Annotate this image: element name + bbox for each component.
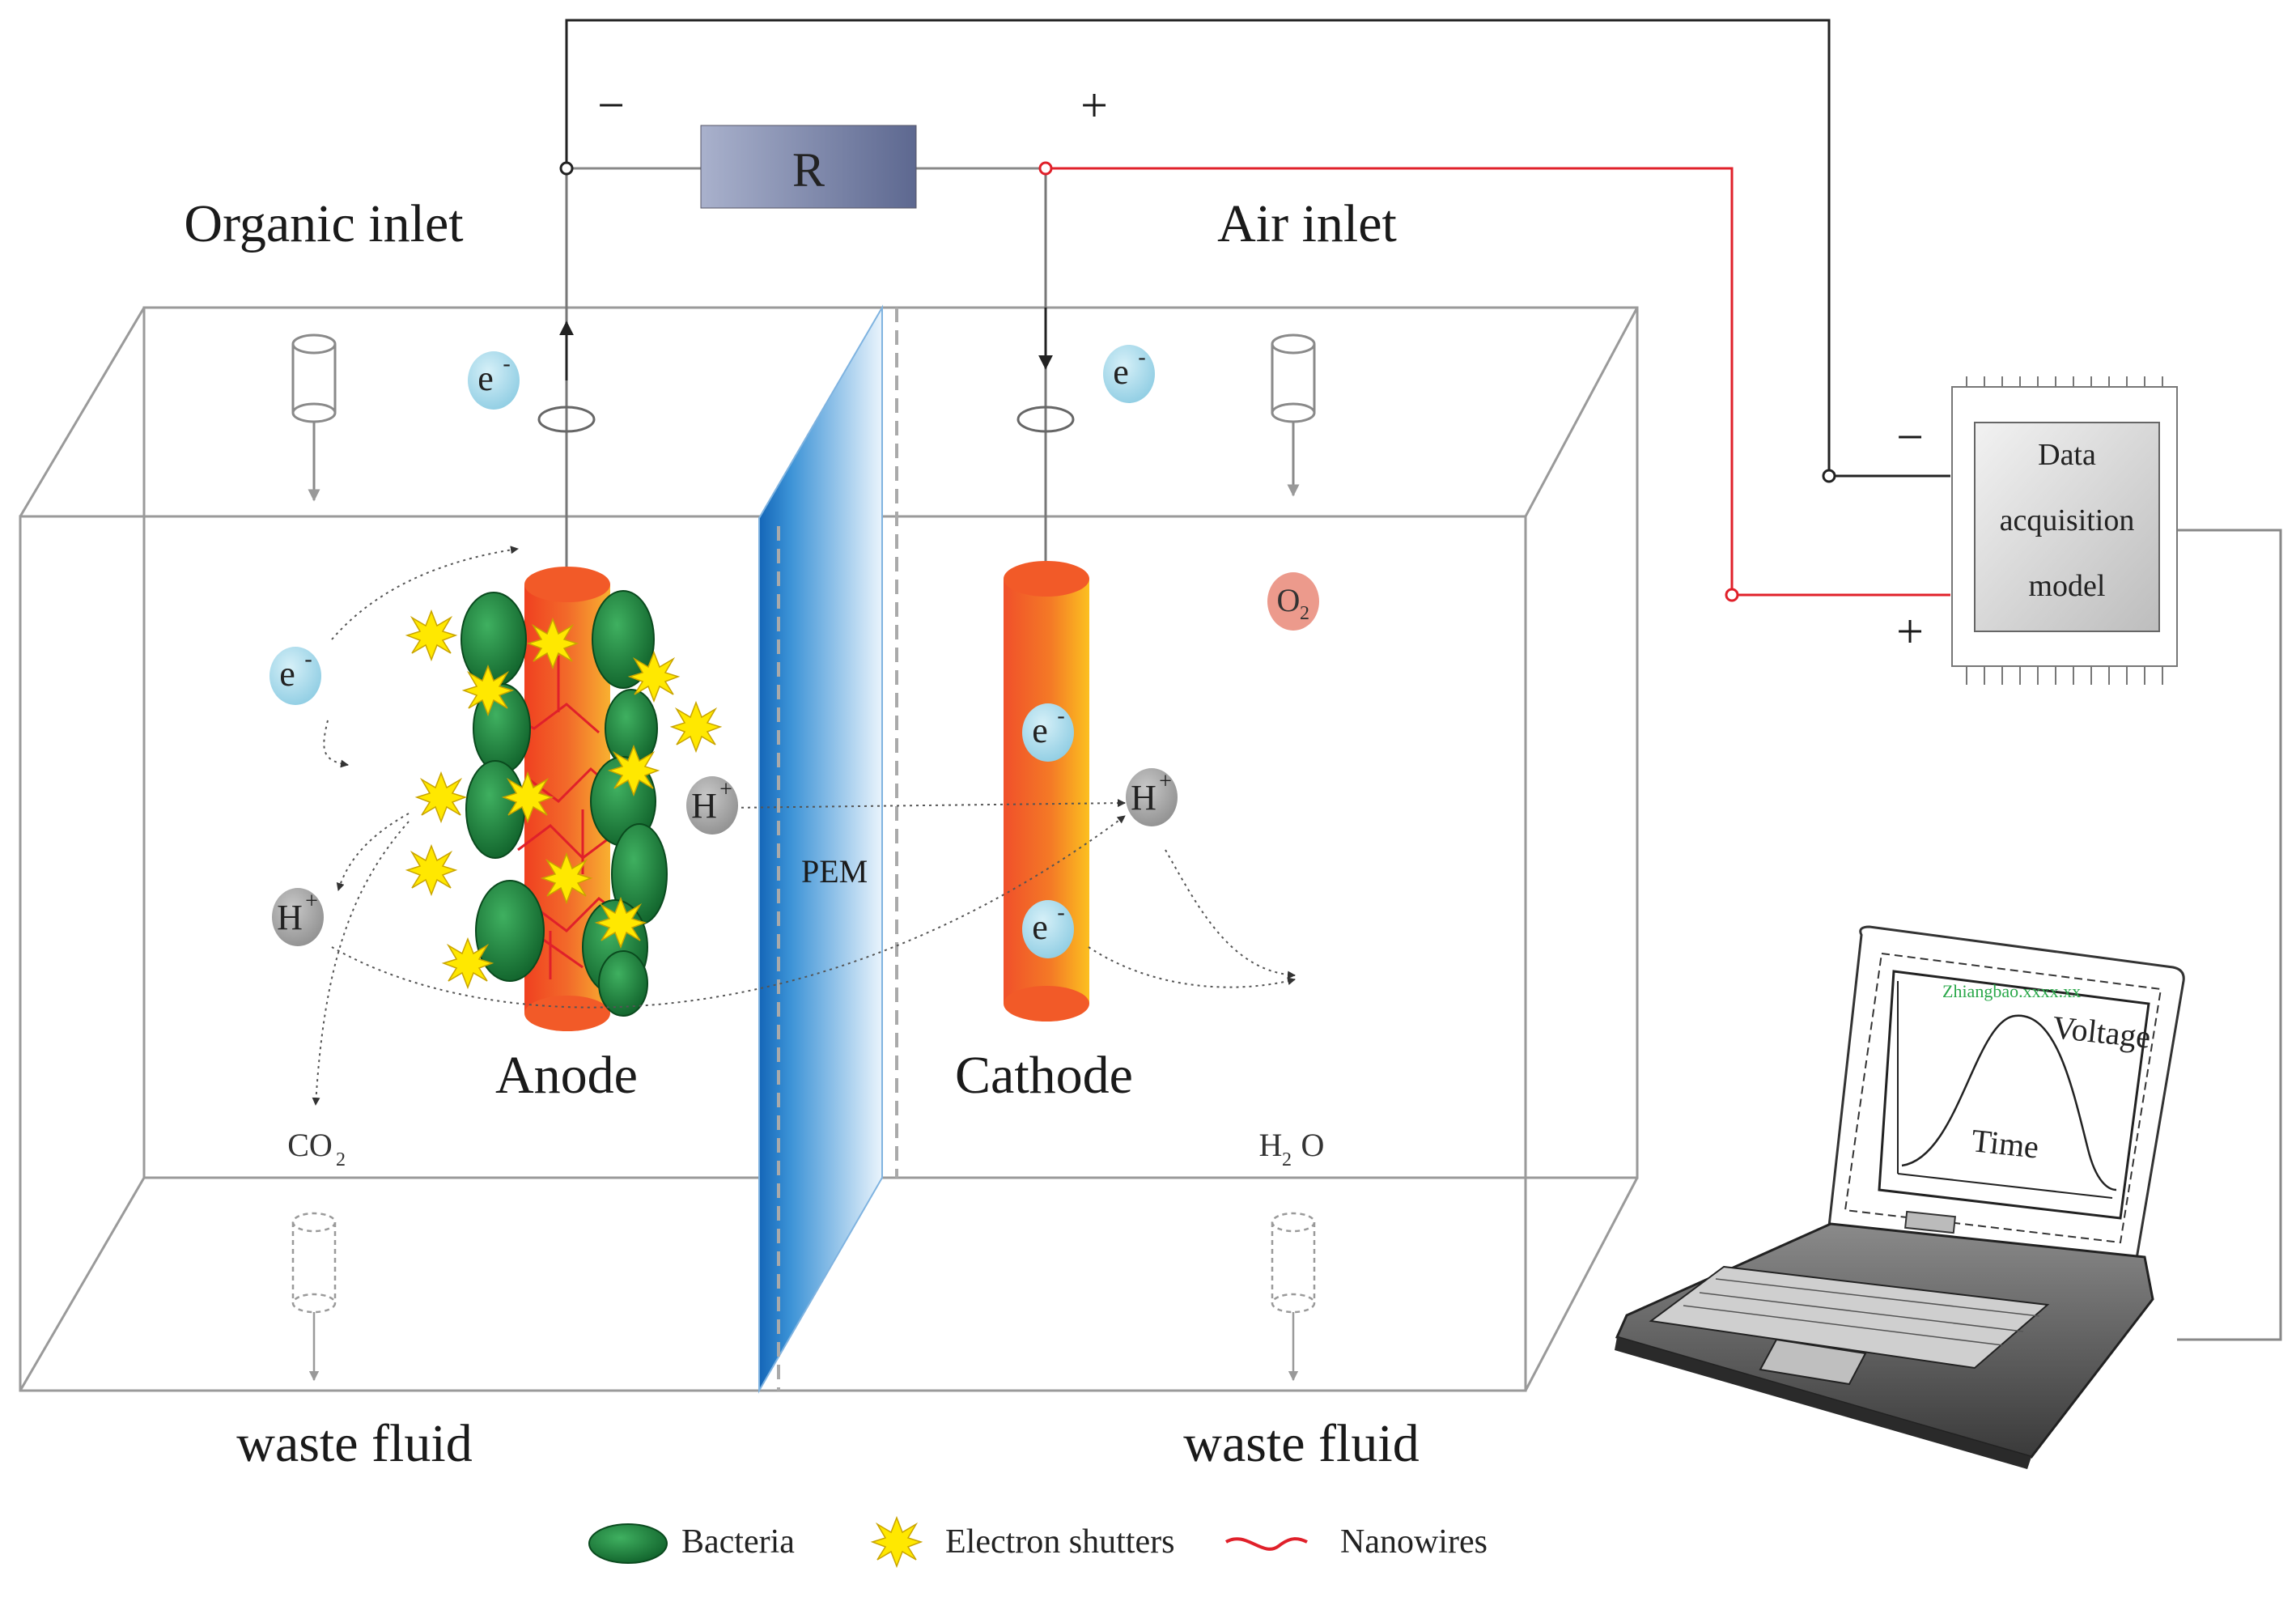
svg-text:O: O [1277,582,1301,618]
svg-text:e: e [1032,711,1048,750]
electron-shutter [528,618,578,669]
svg-text:-: - [503,351,510,376]
daq-label-line1: Data [2038,438,2096,472]
organic-inlet-pipe [291,333,337,502]
bacterium [460,592,527,687]
svg-text:H: H [1259,1127,1283,1163]
electron-ion: e - [1022,703,1074,762]
air-inlet-label: Air inlet [1217,194,1397,253]
electron-ion: e - [1103,345,1155,403]
svg-text:e: e [1032,907,1048,947]
tank-back-face [142,306,1639,1179]
daq-label-line3: model [2029,569,2106,603]
svg-text:H: H [691,786,717,826]
svg-text:e: e [477,359,494,398]
svg-text:-: - [1057,900,1064,925]
resistor-label: R [792,143,825,197]
legend-bacteria-swatch [588,1523,668,1564]
daq-minus-sign: − [1896,410,1924,464]
data-acquisition-module: Data acquisition model [1951,376,2178,685]
circuit-plus-sign: + [1080,79,1108,132]
bacterium [598,950,648,1017]
electron-ion: e - [468,351,520,410]
proton-ion: H + [272,888,324,946]
resistor: R [700,125,917,209]
legend-nanowire-swatch [1224,1537,1308,1551]
electron-shutter [596,898,646,948]
svg-text:2: 2 [1282,1149,1292,1170]
anode-label: Anode [495,1046,638,1105]
electron-shutter [541,853,592,903]
legend-nanowires-label: Nanowires [1340,1523,1488,1561]
electron-shutter [609,745,659,796]
electron-ion: e - [1022,900,1074,958]
cathode-label: Cathode [955,1046,1133,1105]
svg-text:H: H [277,898,303,937]
svg-text:+: + [719,777,732,802]
svg-text:H: H [1131,778,1156,818]
electron-shutter [671,702,721,752]
daq-plus-sign: + [1896,605,1924,658]
right-waste-fluid-label: waste fluid [1183,1414,1419,1473]
svg-text:2: 2 [336,1149,346,1170]
cathode-outlet-pipe [1271,1212,1316,1382]
svg-text:e: e [279,654,295,694]
oxygen-molecule: O 2 [1267,572,1319,631]
electron-shutter [406,610,456,660]
electron-ion: e - [269,647,321,705]
svg-text:+: + [1159,769,1172,794]
laptop: Zhiangbao.xxxx.xx Voltage Time [1615,925,2185,1469]
electron-shutter [443,938,493,988]
bacterium [475,880,545,982]
daq-label-line2: acquisition [2000,503,2135,537]
legend-bacteria-label: Bacteria [681,1523,795,1561]
svg-text:CO: CO [287,1127,333,1163]
pem-label: PEM [801,853,868,890]
electron-shutter [416,772,466,822]
organic-inlet-label: Organic inlet [184,194,463,253]
circuit-minus-sign: − [597,79,625,132]
legend: Bacteria Electron shutters Nanowires [588,1517,1488,1567]
svg-text:+: + [305,889,318,914]
screen-time-label: Time [1970,1122,2040,1165]
left-waste-fluid-label: waste fluid [236,1414,472,1473]
screen-header: Zhiangbao.xxxx.xx [1942,981,2081,1001]
svg-text:O: O [1301,1127,1325,1163]
air-inlet-pipe [1271,333,1316,497]
anode-outlet-pipe [291,1212,337,1382]
legend-shutter-swatch [872,1517,922,1567]
proton-ion: H + [686,776,738,835]
h2o-label: H 2 O [1259,1127,1325,1170]
svg-text:e: e [1113,352,1129,392]
flow-arrows [312,546,1296,1106]
electron-shutter [406,845,456,895]
electron-shutter [503,772,553,822]
electron-shutter [629,652,679,702]
proton-ion: H + [1126,768,1178,826]
legend-shutters-label: Electron shutters [945,1523,1174,1561]
electron-shutter [463,665,513,716]
pem-membrane: PEM [758,304,898,1394]
svg-text:2: 2 [1300,603,1309,624]
svg-text:-: - [1138,345,1145,370]
svg-text:-: - [1057,703,1064,728]
co2-label: CO 2 [287,1127,346,1170]
svg-text:-: - [304,647,312,672]
